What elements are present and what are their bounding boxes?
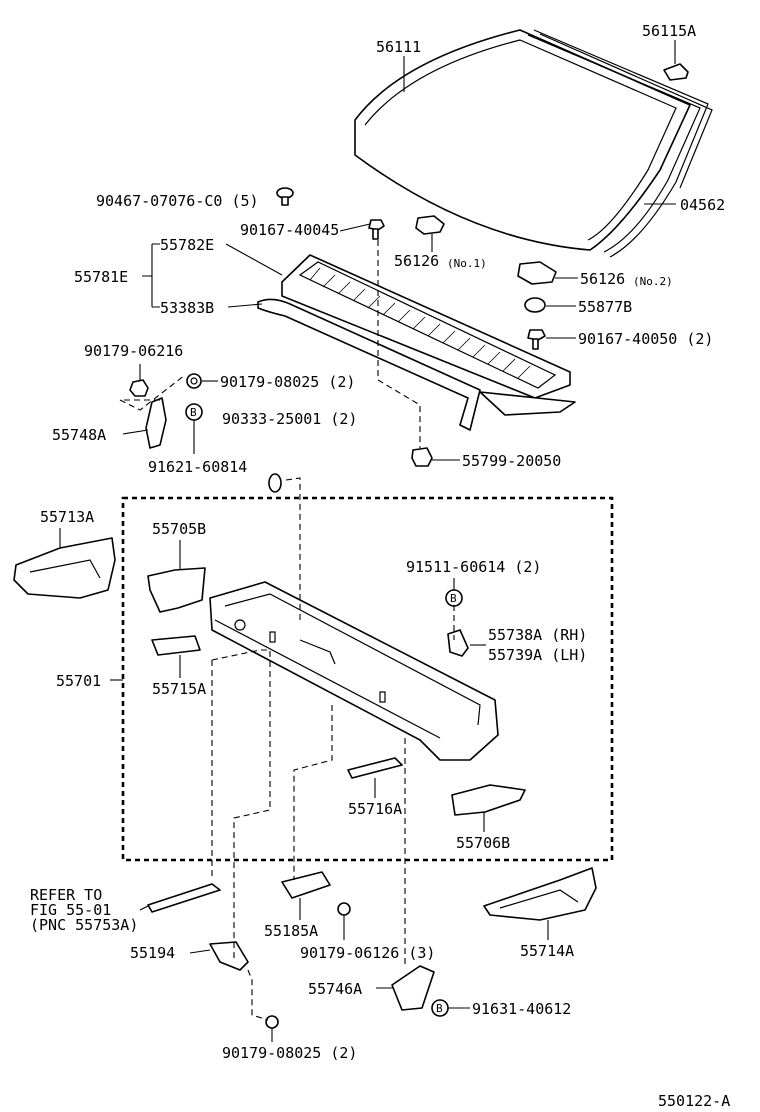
clip-56115a-shape (663, 63, 689, 81)
plug-90333-shape (268, 473, 282, 493)
nut-90179-08025-b-shape (265, 1015, 279, 1029)
label-clip-55799: 55799-20050 (462, 452, 561, 470)
bracket-55194-shape (209, 941, 249, 971)
label-clip-56115a: 56115A (642, 22, 696, 40)
bracket-55746a-shape (391, 965, 435, 1011)
label-screw-90467: 90467-07076-C0 (5) (96, 192, 259, 210)
diagram-reference: 550122-A (658, 1092, 730, 1110)
label-bolt-91511: 91511-60614 (2) (406, 558, 541, 576)
label-nut-90179-08025-b: 90179-08025 (2) (222, 1044, 357, 1062)
windshield-molding (527, 29, 713, 258)
label-bracket-55194: 55194 (130, 944, 175, 962)
label-screw-90167-40050: 90167-40050 (2) (578, 330, 713, 348)
label-bracket-55746a: 55746A (308, 980, 362, 998)
svg-text:B: B (190, 406, 197, 419)
guide-lines (119, 240, 455, 1021)
label-stopper-no1: 56126 (394, 252, 439, 270)
label-panel-55714a: 55714A (520, 942, 574, 960)
label-panel-55713a: 55713A (40, 508, 94, 526)
label-nut-90179-06126: 90179-06126 (3) (300, 944, 435, 962)
label-refer-line3: (PNC 55753A) (30, 916, 138, 934)
label-cowl-panel-55701: 55701 (56, 672, 101, 690)
panel-55714a-shape (483, 867, 597, 921)
screw-90467-shape (276, 187, 294, 206)
label-stopper-no2: 56126 (580, 270, 625, 288)
cowl-seal (257, 298, 576, 431)
bolt-marker-c: B (431, 999, 449, 1017)
screw-90167-40045-shape (368, 219, 385, 240)
label-plug-90333: 90333-25001 (2) (222, 410, 357, 428)
panel-55713a-shape (13, 537, 116, 599)
brace-55715a-shape (151, 635, 201, 656)
label-bracket-rh: 55738A (RH) (488, 626, 587, 644)
leader-lines (59, 40, 676, 1042)
windshield-glass (354, 29, 691, 251)
label-nut-90179-06216: 90179-06216 (84, 342, 183, 360)
label-brace-55715a: 55715A (152, 680, 206, 698)
cowl-panel-assembly-box (121, 496, 614, 862)
label-bracket-55185a: 55185A (264, 922, 318, 940)
brace-55716a-shape (347, 757, 403, 779)
label-bolt-91621: 91621-60814 (148, 458, 247, 476)
labels: 56111 56115A 04562 90467-07076-C0 (5) 90… (30, 22, 730, 1110)
label-bracket-55748a: 55748A (52, 426, 106, 444)
bolt-marker-a: B (185, 403, 203, 421)
nut-90179-08025-a-shape (186, 373, 202, 389)
bracket-55185a-shape (281, 871, 331, 899)
cowl-louver (281, 254, 571, 399)
rod-refer-shape (147, 883, 221, 913)
svg-text:B: B (450, 592, 457, 605)
bracket-55748a-shape (145, 397, 167, 449)
label-brace-55706b: 55706B (456, 834, 510, 852)
brace-55705b-shape (147, 567, 206, 613)
nut-90179-06216-shape (129, 379, 149, 397)
label-screw-90167-40045: 90167-40045 (240, 221, 339, 239)
bracket-rh-lh-shape (447, 629, 469, 657)
label-nut-90179-08025-a: 90179-08025 (2) (220, 373, 355, 391)
bolt-marker-b: B (445, 589, 463, 607)
label-brace-55705b: 55705B (152, 520, 206, 538)
stopper-no1-shape (415, 215, 445, 235)
label-stopper-no2-sub: (No.2) (633, 275, 673, 288)
label-louver-assy-55781e: 55781E (74, 268, 128, 286)
label-brace-55716a: 55716A (348, 800, 402, 818)
label-molding-04562: 04562 (680, 196, 725, 214)
brace-55706b-shape (451, 784, 526, 816)
label-windshield: 56111 (376, 38, 421, 56)
screw-90167-40050-shape (527, 329, 546, 350)
clip-55799-shape (411, 447, 433, 467)
label-refer-line1: REFER TO (30, 886, 102, 904)
label-seal-53383b: 53383B (160, 299, 214, 317)
cowl-panel-55701-shape (209, 581, 499, 761)
label-bracket-lh: 55739A (LH) (488, 646, 587, 664)
cap-55877b-shape (524, 297, 546, 313)
stopper-no2-shape (517, 261, 557, 285)
nut-90179-06126-shape (337, 902, 351, 916)
label-bolt-91631: 91631-40612 (472, 1000, 571, 1018)
label-cap-55877b: 55877B (578, 298, 632, 316)
label-louver-55782e: 55782E (160, 236, 214, 254)
svg-text:B: B (436, 1002, 443, 1015)
label-stopper-no1-sub: (No.1) (447, 257, 487, 270)
label-refer-line2: FIG 55-01 (30, 901, 111, 919)
